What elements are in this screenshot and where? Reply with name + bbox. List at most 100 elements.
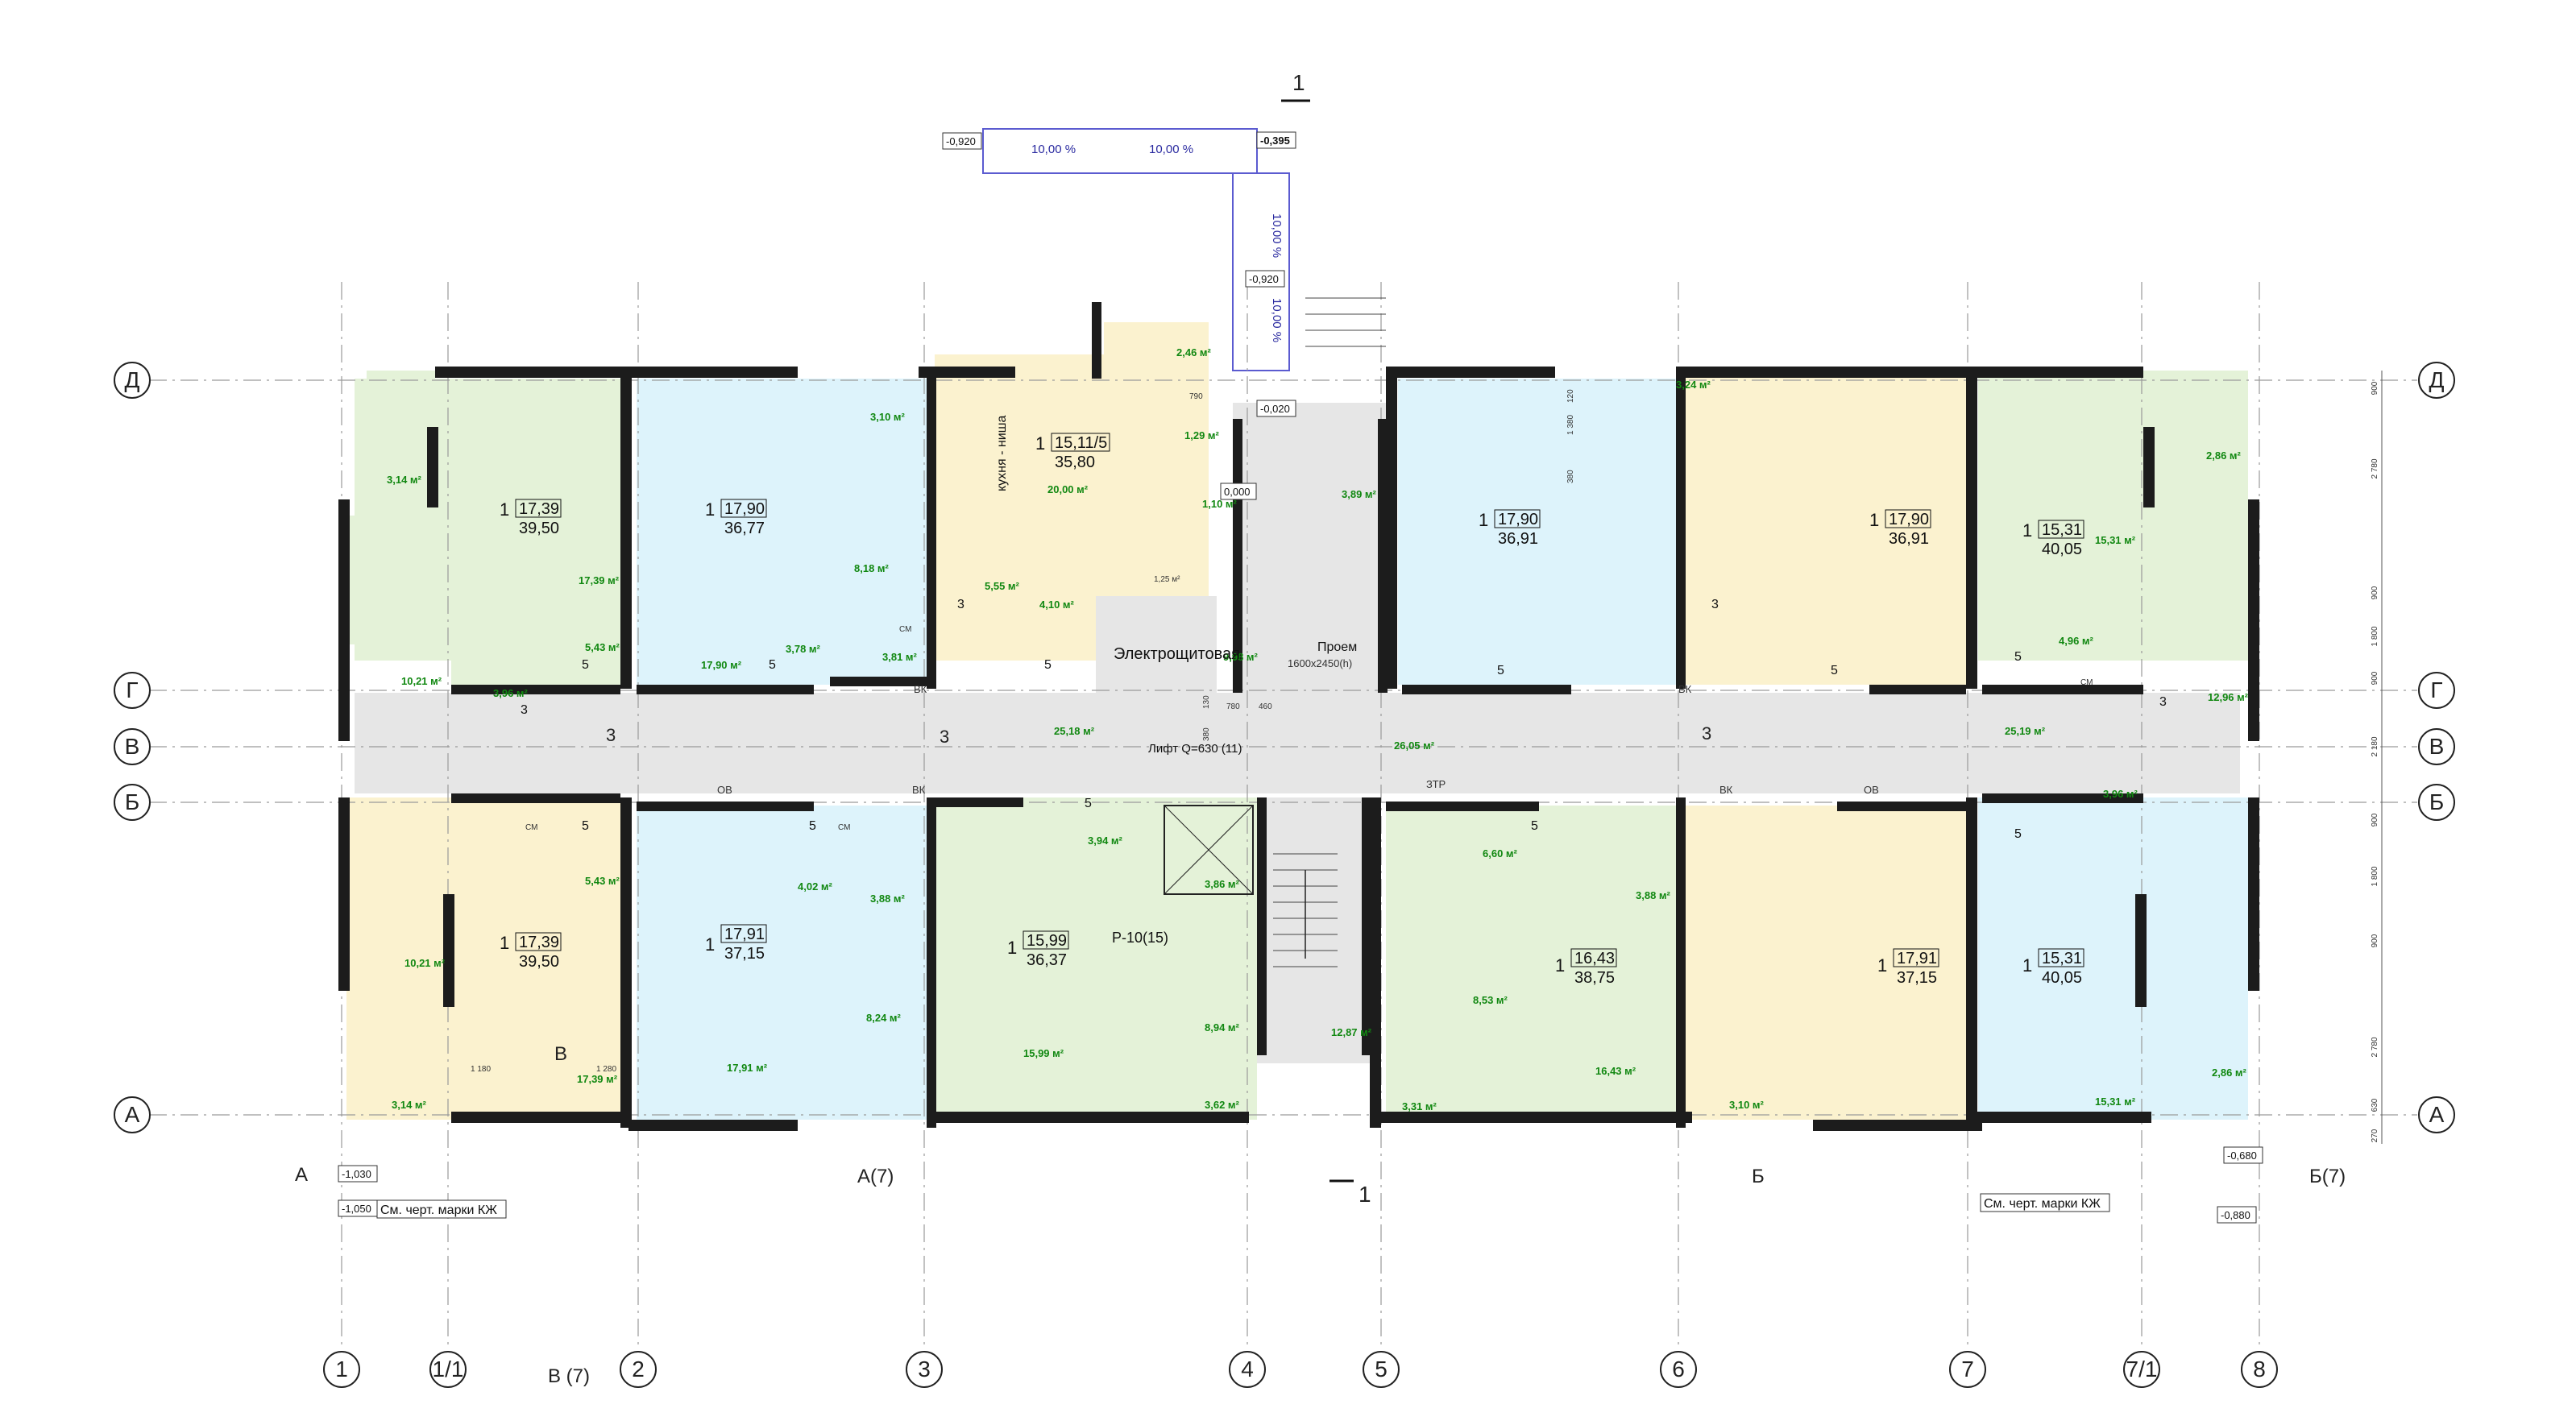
axis-bubble-left-0-label: Д [125, 367, 140, 392]
apartment-labels: 1 17,39 39,50 1 17,90 36,77 1 15,11/5 35… [500, 433, 2084, 987]
wall-bot-5 [1813, 1120, 1982, 1131]
wall-right-3 [2143, 427, 2155, 507]
area-48: 15,31 м² [2095, 1096, 2136, 1108]
see-drawing-right-text: См. черт. марки КЖ [1984, 1197, 2101, 1211]
axis-bubble-bottom-2-label: 2 [632, 1357, 645, 1382]
wall-part-1 [620, 367, 632, 689]
apt-living-4: 17,90 [1498, 511, 1538, 528]
apt-rooms-9: 1 [1007, 938, 1017, 958]
ramp: 10,00 % 10,00 % 10,00 % 10,00 % -0,920 -… [942, 131, 1296, 500]
wall-part-6 [1370, 797, 1381, 1128]
apt-rooms-7: 1 [500, 933, 509, 953]
area-24: 15,31 м² [2095, 534, 2136, 546]
wall-corridor-top-2 [637, 685, 814, 694]
wall-corridor-bot-6 [1982, 793, 2143, 803]
area-6: 3,10 м² [870, 411, 906, 423]
door-num-12: 5 [2014, 827, 2022, 841]
see-label-2: СМ [2080, 678, 2093, 687]
wall-part-10 [1966, 797, 1977, 1128]
area-23: 2,86 м² [2206, 449, 2242, 462]
p10-label: Р-10(15) [1112, 930, 1168, 946]
apt-total-7: 39,50 [519, 953, 559, 971]
level-a-left2: -1,050 [338, 1199, 378, 1217]
apt-rooms-1: 1 [500, 499, 509, 520]
area-22: 3,24 м² [1676, 379, 1711, 391]
axis-bubble-left-3: Б [114, 784, 151, 821]
door-num-9: 5 [1831, 664, 1838, 677]
area-7: 8,18 м² [854, 562, 890, 574]
area-27: 3,96 м² [2103, 788, 2138, 800]
apt-label-7: 1 17,39 39,50 [500, 932, 562, 971]
dim-misc-1: 1 280 [596, 1065, 616, 1074]
level-a-left2-text: -1,050 [342, 1203, 371, 1215]
section-marks: 1 1 А А(7) Б Б(7) В В (7) [295, 70, 2346, 1387]
wall-left-4 [443, 894, 454, 1007]
slope-2: 10,00 % [1149, 143, 1193, 156]
apt-total-8: 37,15 [724, 945, 765, 963]
level-entry: -0,020 [1256, 400, 1296, 417]
area-44: 3,31 м² [1402, 1100, 1437, 1112]
area-47: 3,10 м² [1729, 1099, 1765, 1111]
wall-top-4 [1386, 367, 1555, 378]
door-num-0: 5 [582, 658, 589, 672]
dim-right-2: 900 [2371, 586, 2379, 599]
door-num-6: 5 [1044, 658, 1052, 672]
fill-apt-3-balcony [1104, 322, 1209, 379]
section-a7: А(7) [857, 1166, 894, 1187]
axis-bubble-left-2: В [114, 728, 151, 765]
axis-bubble-right-4: А [2418, 1096, 2455, 1133]
dim-misc-8: 120 [1566, 389, 1575, 403]
axis-bubble-bottom-8-label: 7/1 [2126, 1357, 2158, 1382]
door-num-11: 5 [2014, 650, 2022, 664]
level-ramp-mid: -0,920 [1245, 270, 1285, 288]
wall-balcony-3 [1092, 302, 1101, 379]
wall-top-3 [919, 367, 1015, 378]
vk-label-2: ВК [1678, 683, 1692, 695]
see-drawing-right: См. черт. марки КЖ [1980, 1193, 2110, 1212]
axis-bubble-left-2-label: В [125, 734, 140, 759]
apt-living-9: 15,99 [1027, 932, 1067, 950]
wall-corridor-bot-3 [935, 797, 1023, 807]
fill-stair [1233, 403, 1386, 693]
area-40: 3,62 м² [1205, 1099, 1240, 1111]
dim-right-8: 900 [2371, 934, 2379, 947]
section-a: А [295, 1164, 308, 1186]
dim-right-3: 1 800 [2371, 626, 2379, 646]
axis-bubble-right-1-label: Г [2430, 677, 2442, 702]
wall-right-2 [2248, 797, 2259, 991]
axis-bubble-bottom-7-label: 7 [1961, 1357, 1974, 1382]
axis-bubble-right-2: В [2418, 728, 2455, 765]
area-12: 1,10 м² [1202, 498, 1238, 510]
apt-living-5: 17,90 [1889, 511, 1929, 528]
wall-top-5 [1684, 367, 1974, 378]
wall-stair-r [1378, 419, 1388, 693]
fill-switchboard [1096, 596, 1217, 693]
area-25: 4,96 м² [2059, 635, 2094, 647]
area-9: 3,81 м² [882, 651, 918, 663]
apt-label-12: 1 15,31 40,05 [2022, 948, 2084, 987]
see-label-4: СМ [525, 823, 537, 832]
fill-ramp [982, 128, 1258, 174]
axis-bubble-bottom-0: 1 [323, 1351, 360, 1388]
apt-rooms-12: 1 [2022, 955, 2032, 976]
wall-part-8 [1676, 797, 1686, 1128]
level-floor-text: 0,000 [1224, 486, 1251, 498]
wall-part-5 [1386, 367, 1397, 689]
wall-corridor-top-4 [1402, 685, 1571, 694]
apt-total-3: 35,80 [1055, 454, 1095, 471]
apt-living-8: 17,91 [724, 926, 765, 943]
apt-total-2: 36,77 [724, 520, 765, 537]
door-num-2: 3 [521, 703, 528, 717]
wall-right-1 [2248, 499, 2259, 741]
axis-bubble-bottom-1-label: 1/1 [433, 1357, 464, 1382]
slope-3: 10,00 % [1270, 213, 1284, 258]
dim-right-10: 630 [2371, 1098, 2379, 1112]
fill-lift-hall [1257, 797, 1370, 1063]
apt-living-10: 16,43 [1574, 950, 1615, 967]
axis-bubble-bottom-2: 2 [620, 1351, 657, 1388]
axis-bubble-right-0: Д [2418, 362, 2455, 399]
apt-rooms-10: 1 [1555, 955, 1565, 976]
fill-apt-1-balcony [367, 371, 435, 499]
area-30: 17,39 м² [577, 1073, 618, 1085]
